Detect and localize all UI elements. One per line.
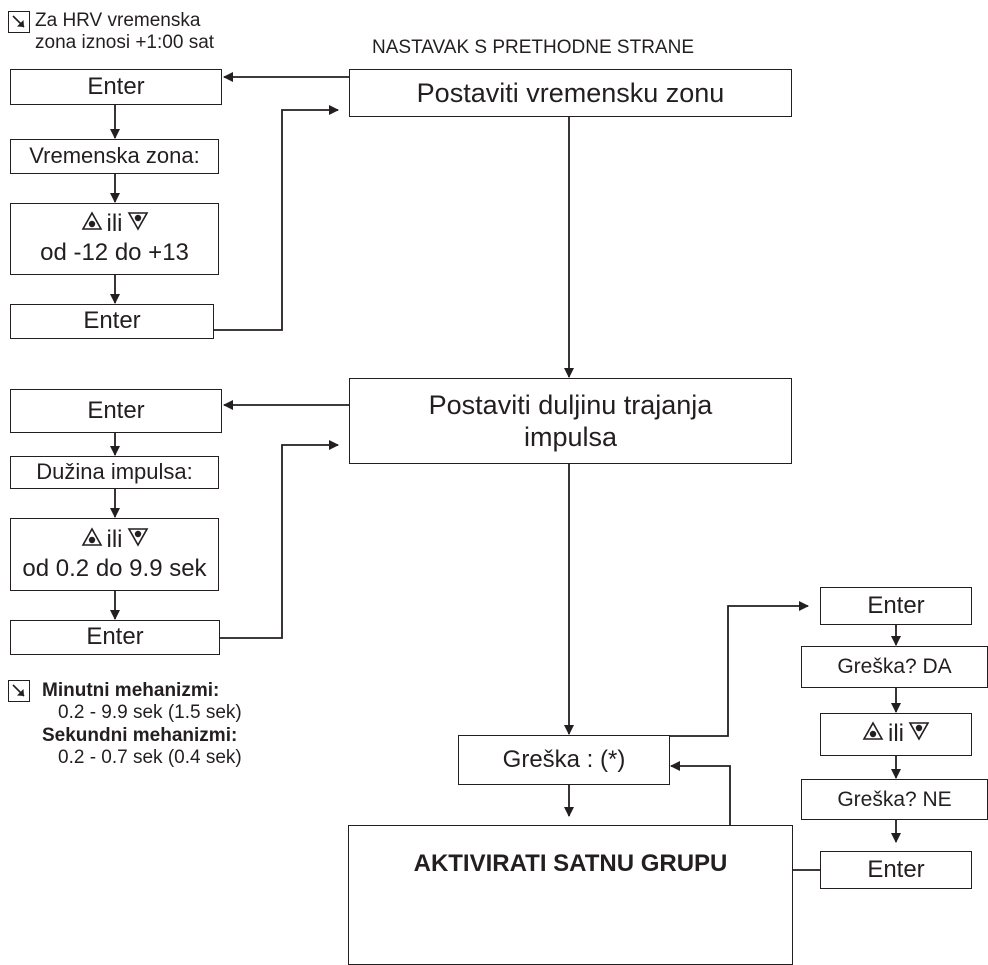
final-activate-box: AKTIVIRATI SATNU GRUPU [348, 825, 793, 965]
header-note: NASTAVAK S PRETHODNE STRANE [372, 37, 694, 58]
tz-enter-box-1: Enter [10, 69, 222, 105]
down-arrow-key-icon [127, 210, 149, 239]
pulse-enter-box-1: Enter [10, 389, 222, 433]
error-enter-box-1: Enter [820, 587, 972, 625]
timezone-note: Za HRV vremenska zona iznosi +1:00 sat [35, 10, 215, 54]
error-enter-box-2: Enter [820, 851, 972, 889]
down-arrow-key-icon [908, 720, 930, 749]
tz-main-box: Postaviti vremensku zonu [349, 69, 792, 117]
pulse-enter-box-2: Enter [10, 620, 220, 655]
pulse-main-box: Postaviti duljinu trajanja impulsa [349, 378, 792, 464]
note-arrow-icon [8, 680, 30, 702]
down-arrow-key-icon [127, 526, 149, 555]
error-yes-box: Greška? DA [801, 646, 988, 688]
arrow-error-to-enter1 [670, 601, 809, 737]
tz-enter-box-2: Enter [10, 304, 214, 339]
note-arrow-icon [8, 11, 30, 33]
pulse-note: Minutni mehanizmi: 0.2 - 9.9 sek (1.5 se… [42, 680, 242, 769]
up-arrow-key-icon [81, 210, 103, 239]
tz-choice-box: ili od -12 do +13 [10, 203, 219, 275]
up-arrow-key-icon [81, 526, 103, 555]
error-choice-box: ili [820, 713, 972, 756]
error-main-box: Greška : (*) [458, 735, 670, 785]
tz-label-box: Vremenska zona: [10, 139, 219, 174]
up-arrow-key-icon [862, 720, 884, 749]
arrow-enter2-to-main [214, 105, 339, 331]
arrow-penter2-to-pulse [220, 440, 339, 639]
error-no-box: Greška? NE [801, 779, 988, 820]
pulse-label-box: Dužina impulsa: [10, 456, 219, 489]
pulse-choice-box: ili od 0.2 do 9.9 sek [10, 518, 219, 591]
